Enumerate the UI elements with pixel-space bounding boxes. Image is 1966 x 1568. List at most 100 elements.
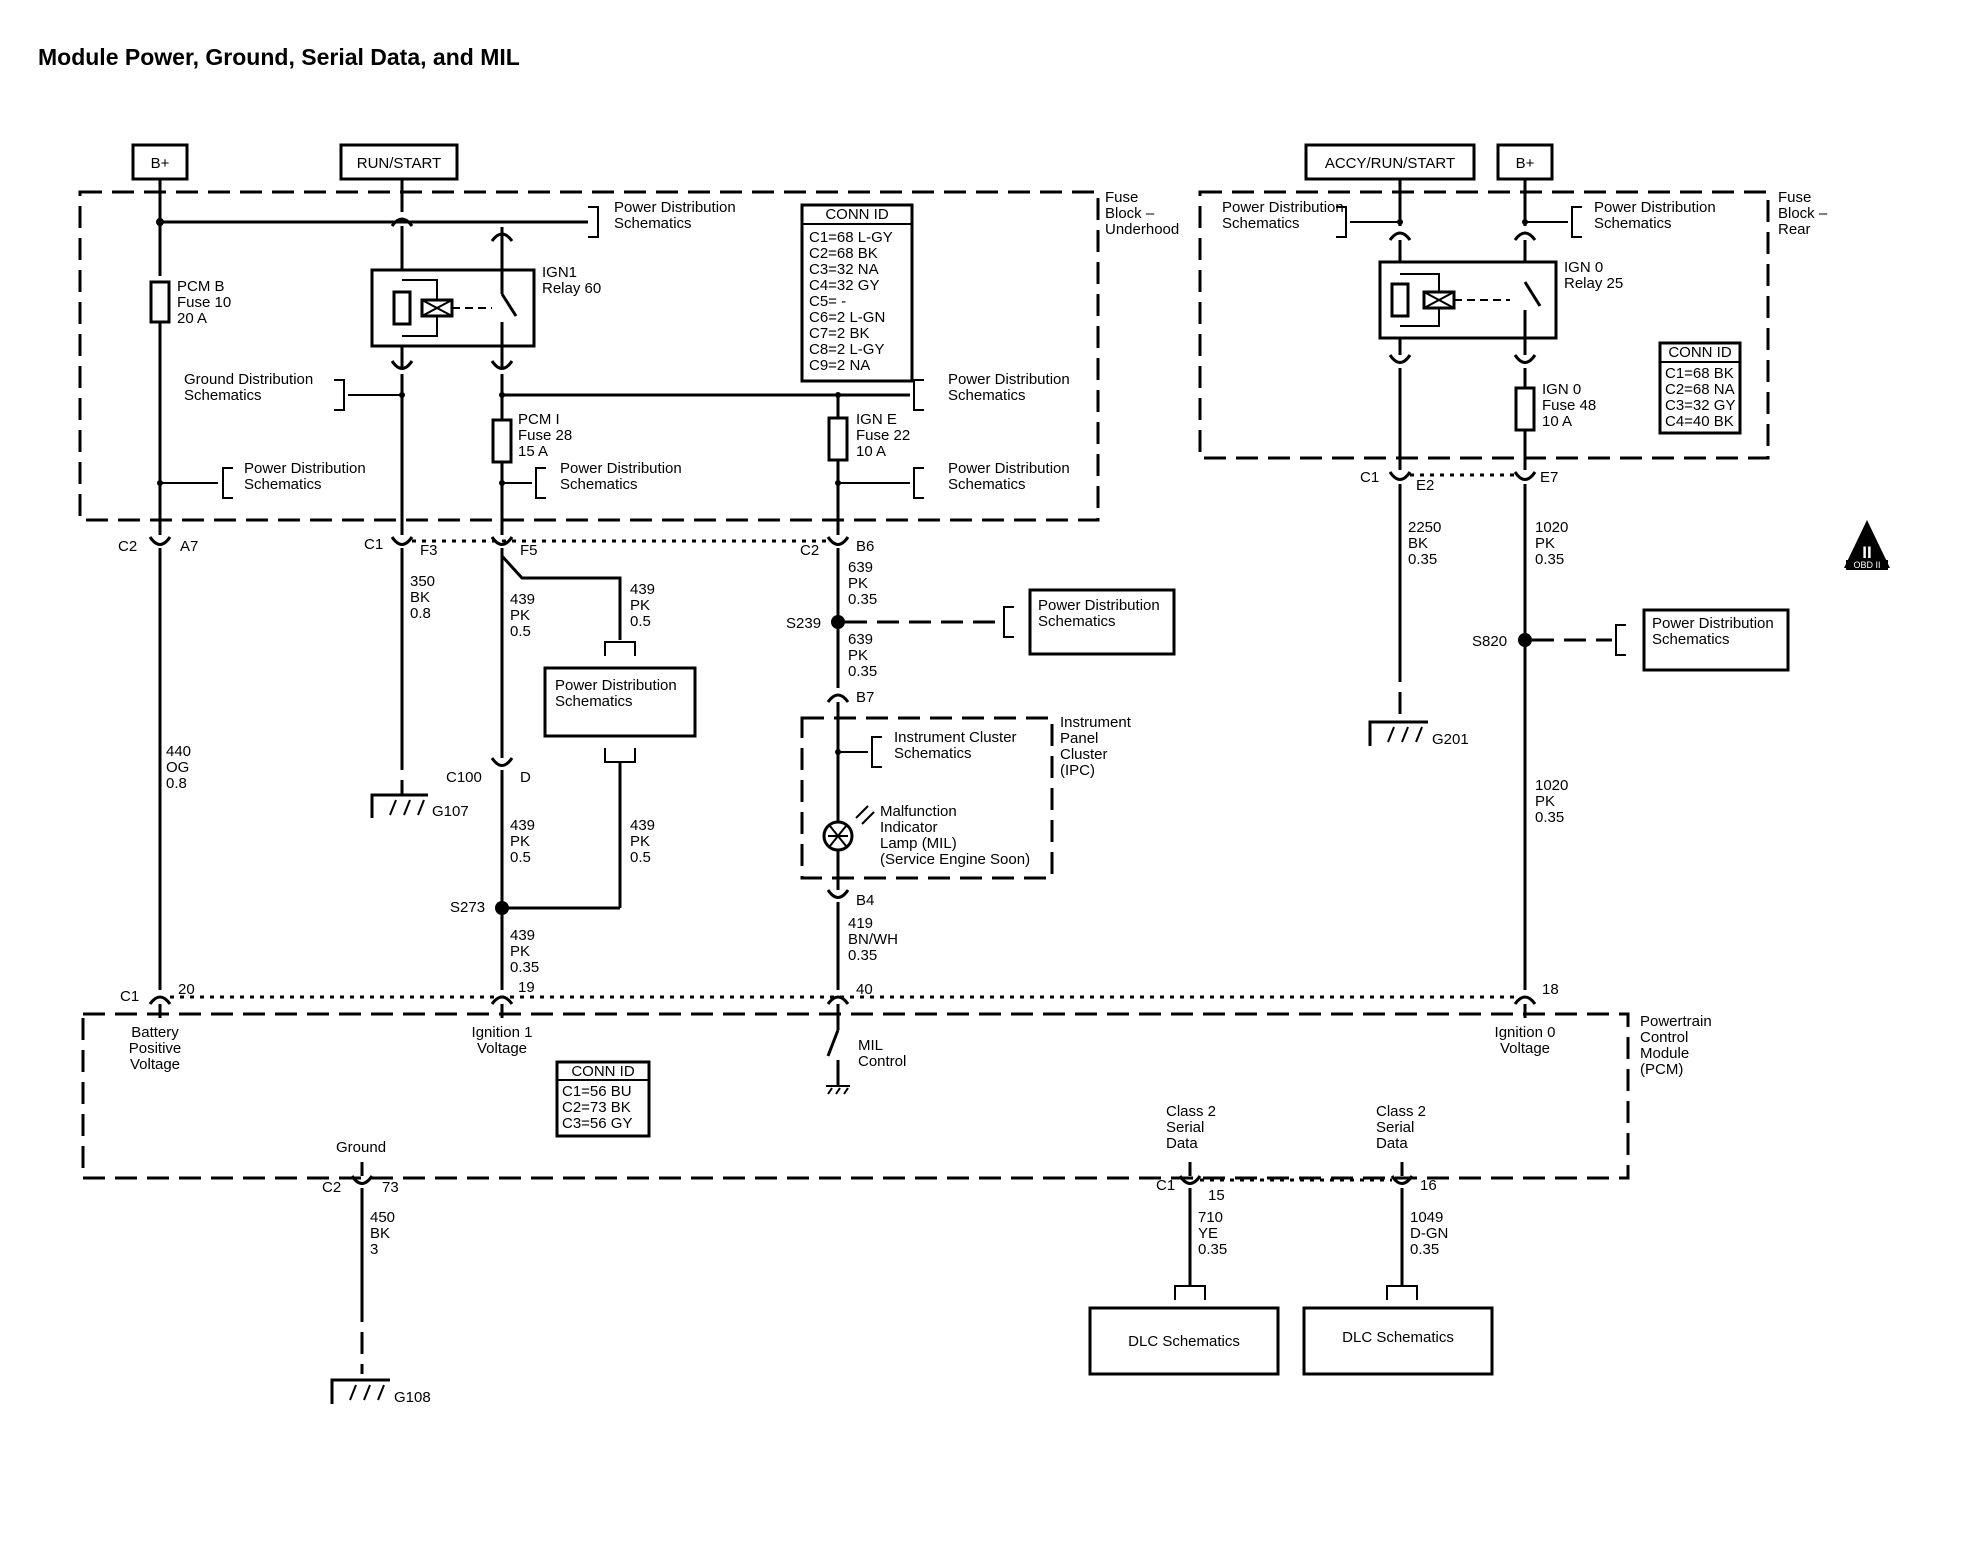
ref-instrument-cluster: Instrument Cluster Schematics xyxy=(894,729,1017,762)
svg-text:E2: E2 xyxy=(1416,477,1434,494)
svg-text:Schematics: Schematics xyxy=(894,745,972,762)
svg-text:C4=32 GY: C4=32 GY xyxy=(809,277,879,294)
svg-text:Positive: Positive xyxy=(129,1040,182,1057)
fuse-pcm-i-label: PCM I Fuse 28 15 A xyxy=(518,411,572,460)
wire-440: 440 OG 0.8 xyxy=(166,743,191,792)
connector-c1-e2 xyxy=(1388,471,1412,481)
page-title: Module Power, Ground, Serial Data, and M… xyxy=(38,44,520,70)
svg-text:0.5: 0.5 xyxy=(630,613,651,630)
svg-text:D: D xyxy=(520,769,531,786)
wire-439-c: 439 PK 0.5 xyxy=(510,817,535,866)
svg-text:439: 439 xyxy=(630,817,655,834)
svg-text:IGN1: IGN1 xyxy=(542,264,577,281)
ground-g108: G108 xyxy=(330,1378,431,1406)
wire-439-e: 439 PK 0.35 xyxy=(510,927,539,976)
connector-pcm-c1-20 xyxy=(148,995,172,1005)
splice-s820 xyxy=(1518,633,1532,647)
svg-text:Schematics: Schematics xyxy=(560,476,638,493)
svg-text:639: 639 xyxy=(848,631,873,648)
svg-text:F3: F3 xyxy=(420,542,438,559)
svg-text:MIL: MIL xyxy=(858,1037,883,1054)
svg-text:G201: G201 xyxy=(1432,731,1469,748)
svg-text:C1: C1 xyxy=(1360,469,1379,486)
svg-text:OBD II: OBD II xyxy=(1853,560,1880,570)
connector-c2-a7 xyxy=(148,536,172,546)
svg-text:0.35: 0.35 xyxy=(848,663,877,680)
svg-text:C2: C2 xyxy=(118,538,137,555)
fuse-block-underhood-label: Fuse Block – Underhood xyxy=(1105,189,1179,238)
connector-c1-f3 xyxy=(390,536,414,546)
svg-text:Schematics: Schematics xyxy=(948,476,1026,493)
svg-text:0.35: 0.35 xyxy=(1410,1241,1439,1258)
svg-text:Ignition 0: Ignition 0 xyxy=(1495,1024,1556,1041)
svg-text:2250: 2250 xyxy=(1408,519,1441,536)
splice-s273 xyxy=(495,901,509,915)
svg-text:Schematics: Schematics xyxy=(1594,215,1672,232)
svg-text:C8=2 L-GY: C8=2 L-GY xyxy=(809,341,884,358)
svg-text:PK: PK xyxy=(510,607,530,624)
svg-text:Relay 60: Relay 60 xyxy=(542,280,601,297)
ref-dlc-schematics-1: DLC Schematics xyxy=(1088,1306,1280,1376)
svg-text:0.35: 0.35 xyxy=(848,947,877,964)
relay-ign0-label: IGN 0 Relay 25 xyxy=(1564,259,1623,292)
svg-text:Indicator: Indicator xyxy=(880,819,938,836)
svg-text:3: 3 xyxy=(370,1241,378,1258)
svg-text:C2=68 BK: C2=68 BK xyxy=(809,245,878,262)
svg-text:0.35: 0.35 xyxy=(1535,551,1564,568)
svg-text:C1: C1 xyxy=(364,536,383,553)
svg-text:Rear: Rear xyxy=(1778,221,1811,238)
ref-power-distribution-1: Power Distribution Schematics xyxy=(614,199,736,232)
relay-ign1-label: IGN1 Relay 60 xyxy=(542,264,601,297)
svg-text:Power Distribution: Power Distribution xyxy=(1222,199,1344,216)
connector-16 xyxy=(1390,1175,1414,1185)
connector-b7 xyxy=(826,693,850,703)
svg-text:Schematics: Schematics xyxy=(184,387,262,404)
svg-text:C3=32 NA: C3=32 NA xyxy=(809,261,879,278)
svg-text:C9=2 NA: C9=2 NA xyxy=(809,357,870,374)
svg-text:C4=40 BK: C4=40 BK xyxy=(1665,413,1734,430)
svg-text:Ground Distribution: Ground Distribution xyxy=(184,371,313,388)
svg-text:0.35: 0.35 xyxy=(1535,809,1564,826)
svg-text:Schematics: Schematics xyxy=(1222,215,1300,232)
wire-1020-b: 1020 PK 0.35 xyxy=(1535,777,1568,826)
svg-text:1020: 1020 xyxy=(1535,777,1568,794)
wire-1049: 1049 D-GN 0.35 xyxy=(1410,1209,1448,1258)
svg-text:BK: BK xyxy=(1408,535,1428,552)
svg-text:IGN 0: IGN 0 xyxy=(1564,259,1603,276)
pcm-ground-label: Ground xyxy=(336,1139,386,1156)
pcm-label: Powertrain Control Module (PCM) xyxy=(1640,1013,1712,1078)
pcm-ignition-1-voltage: Ignition 1 Voltage xyxy=(472,1024,533,1057)
svg-text:C100: C100 xyxy=(446,769,482,786)
svg-text:Power Distribution: Power Distribution xyxy=(948,460,1070,477)
svg-text:Panel: Panel xyxy=(1060,730,1098,747)
svg-text:CONN ID: CONN ID xyxy=(1668,344,1732,361)
svg-text:BK: BK xyxy=(370,1225,390,1242)
svg-text:C3=56 GY: C3=56 GY xyxy=(562,1115,632,1132)
svg-text:II: II xyxy=(1862,543,1871,562)
svg-text:Ignition 1: Ignition 1 xyxy=(472,1024,533,1041)
svg-text:C1=56 BU: C1=56 BU xyxy=(562,1083,632,1100)
svg-text:OG: OG xyxy=(166,759,189,776)
svg-text:710: 710 xyxy=(1198,1209,1223,1226)
ref-power-distribution-box-3 xyxy=(1642,608,1790,672)
svg-text:15 A: 15 A xyxy=(518,443,548,460)
svg-text:PK: PK xyxy=(630,597,650,614)
svg-text:19: 19 xyxy=(518,979,535,996)
svg-text:Schematics: Schematics xyxy=(244,476,322,493)
pcm-class2-serial-data-2: Class 2 Serial Data xyxy=(1376,1103,1426,1152)
fuse-pcm-b-label: PCM B Fuse 10 20 A xyxy=(177,278,231,327)
svg-text:S239: S239 xyxy=(786,615,821,632)
mil-lamp-icon xyxy=(822,805,875,852)
svg-text:B6: B6 xyxy=(856,538,874,555)
ref-power-distribution-box-2 xyxy=(1028,588,1176,656)
wire-639-b: 639 PK 0.35 xyxy=(848,631,877,680)
svg-text:0.35: 0.35 xyxy=(1408,551,1437,568)
fuse-block-underhood-outline xyxy=(78,190,1100,522)
svg-text:(IPC): (IPC) xyxy=(1060,762,1095,779)
svg-text:Schematics: Schematics xyxy=(1038,613,1116,630)
svg-text:Underhood: Underhood xyxy=(1105,221,1179,238)
svg-text:Instrument Cluster: Instrument Cluster xyxy=(894,729,1017,746)
svg-text:C2: C2 xyxy=(322,1179,341,1196)
svg-text:350: 350 xyxy=(410,573,435,590)
svg-text:S273: S273 xyxy=(450,899,485,916)
